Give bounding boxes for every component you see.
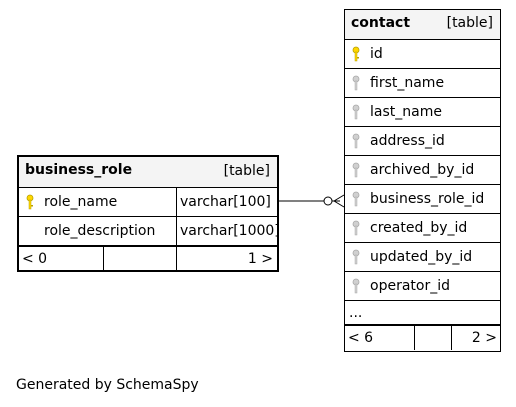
crows-foot-upper: [333, 194, 345, 202]
contact-column-row[interactable]: archived_by_id: [345, 156, 500, 185]
contact-column-row[interactable]: created_by_id: [345, 214, 500, 243]
parents-count[interactable]: < 6: [348, 330, 374, 346]
column-name[interactable]: archived_by_id: [370, 162, 475, 178]
children-count[interactable]: 2 >: [471, 330, 497, 346]
column-name[interactable]: created_by_id: [370, 220, 468, 236]
column-icon: [351, 98, 361, 126]
column-icon: [351, 156, 361, 184]
contact-column-row[interactable]: last_name: [345, 98, 500, 127]
contact-table-name[interactable]: contact: [351, 15, 411, 31]
column-type: varchar[1000]: [176, 217, 280, 245]
generated-by-caption: Generated by SchemaSpy: [16, 377, 199, 393]
footer-spacer: [414, 326, 452, 350]
column-name[interactable]: id: [370, 46, 383, 62]
more-columns-ellipsis: ...: [349, 304, 363, 321]
contact-table[interactable]: contact [table] id first_name last_: [344, 9, 501, 352]
primary-key-icon: [351, 40, 361, 68]
business-role-column-row[interactable]: role_description varchar[1000]: [19, 217, 280, 246]
contact-table-footer: < 6 2 >: [345, 325, 500, 350]
business-role-column-row[interactable]: role_name varchar[100]: [19, 188, 277, 217]
more-columns-row: ...: [345, 301, 500, 325]
business-role-table-footer: < 0 1 >: [19, 246, 277, 270]
crows-foot-lower: [333, 200, 345, 208]
business-role-table[interactable]: business_role [table] role_name varchar[…: [17, 155, 280, 272]
column-icon: [351, 243, 361, 271]
parents-count[interactable]: < 0: [22, 250, 48, 267]
contact-table-kind: [table]: [446, 15, 493, 31]
business-role-table-header[interactable]: business_role [table]: [19, 157, 277, 188]
contact-column-row[interactable]: updated_by_id: [345, 243, 500, 272]
column-name[interactable]: first_name: [370, 75, 445, 91]
column-icon: [351, 185, 361, 213]
contact-column-row[interactable]: id: [345, 40, 500, 69]
zero-optional-marker: [323, 196, 333, 206]
column-icon: [351, 127, 361, 155]
business-role-table-name[interactable]: business_role: [25, 162, 133, 178]
contact-column-row[interactable]: business_role_id: [345, 185, 500, 214]
column-name[interactable]: operator_id: [370, 278, 450, 294]
column-name[interactable]: last_name: [370, 104, 442, 120]
key-icon: [25, 188, 35, 216]
contact-column-row[interactable]: first_name: [345, 69, 500, 98]
business-role-table-kind: [table]: [223, 163, 270, 179]
column-name[interactable]: address_id: [370, 133, 445, 149]
contact-table-header[interactable]: contact [table]: [345, 10, 500, 40]
column-name[interactable]: role_name: [44, 194, 118, 210]
column-icon: [351, 214, 361, 242]
column-name[interactable]: role_description: [44, 223, 156, 239]
contact-column-row[interactable]: operator_id: [345, 272, 500, 301]
footer-spacer: [103, 247, 177, 270]
contact-column-row[interactable]: address_id: [345, 127, 500, 156]
column-icon: [351, 272, 361, 300]
column-name[interactable]: updated_by_id: [370, 249, 473, 265]
column-type: varchar[100]: [176, 188, 277, 216]
children-count[interactable]: 1 >: [247, 250, 273, 267]
column-icon: [351, 69, 361, 97]
column-name[interactable]: business_role_id: [370, 191, 485, 207]
